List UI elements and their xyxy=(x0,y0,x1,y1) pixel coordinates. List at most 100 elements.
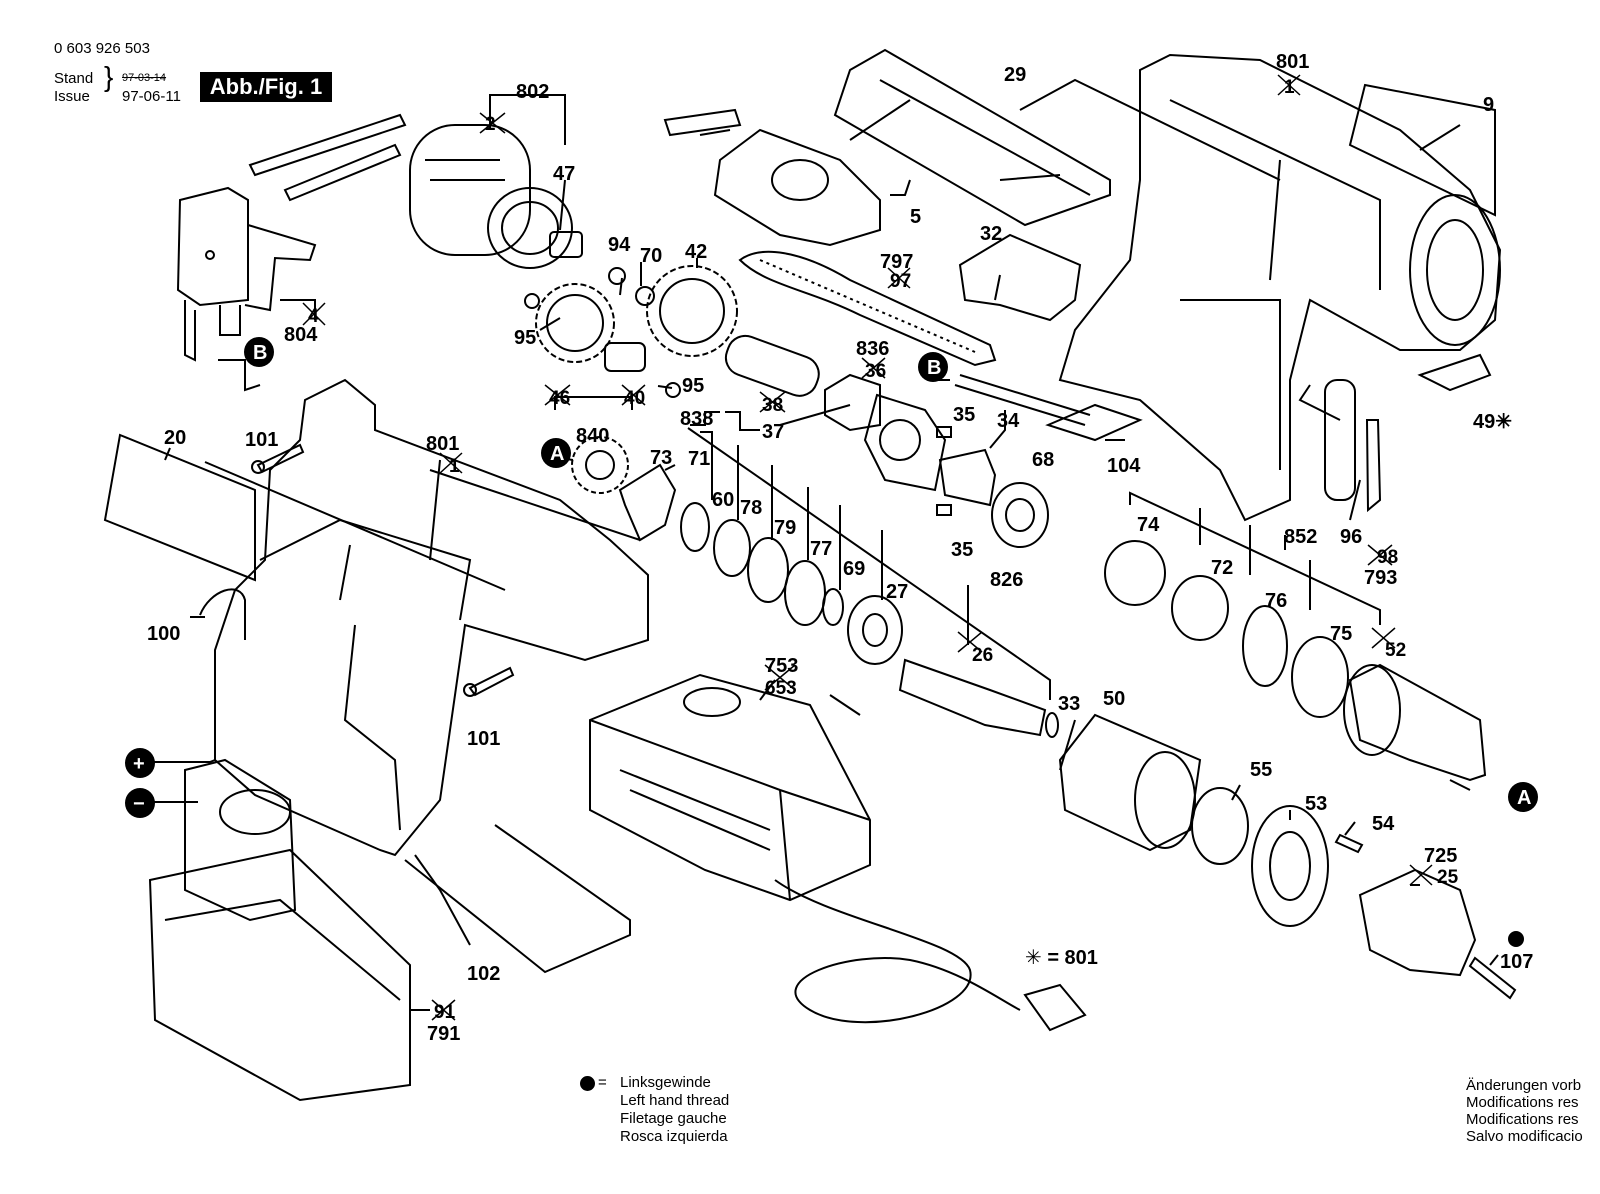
screw-54 xyxy=(1334,833,1364,854)
callout-836: 836 xyxy=(856,338,889,360)
gear-selector xyxy=(958,233,1082,322)
label-plate xyxy=(1348,83,1496,217)
callout-826: 826 xyxy=(990,569,1023,591)
screw-101-top xyxy=(256,443,305,474)
markers xyxy=(125,337,1538,947)
board xyxy=(1045,403,1143,442)
spindle-parts xyxy=(724,334,947,492)
screw-101-bottom xyxy=(468,666,515,697)
brace: } xyxy=(104,61,114,92)
callout-97: 97 xyxy=(890,271,911,292)
battery-pack xyxy=(148,758,411,1102)
marker-b-left: B xyxy=(253,342,267,364)
leader-lines xyxy=(150,78,1499,1011)
bearing-68 xyxy=(991,482,1049,548)
callout-101-top: 101 xyxy=(245,429,278,451)
callout-60: 60 xyxy=(712,489,734,511)
figure-badge: Abb./Fig. 1 xyxy=(200,72,332,102)
screw-107 xyxy=(1468,956,1517,1000)
speed-switch xyxy=(663,108,881,247)
callout-1-left: 1 xyxy=(449,456,460,477)
stand-label: Stand xyxy=(54,70,94,87)
chuck-cap xyxy=(1251,805,1329,927)
bullet-icon xyxy=(580,1076,595,1091)
callout-804: 804 xyxy=(284,324,318,346)
callout-838: 838 xyxy=(680,408,713,430)
callout-791: 791 xyxy=(427,1023,460,1045)
spindle xyxy=(898,658,1047,737)
clutch-71 xyxy=(618,463,677,542)
callout-33: 33 xyxy=(1058,693,1080,715)
clip xyxy=(1417,353,1492,392)
callout-77: 77 xyxy=(810,538,832,560)
marker-a-left: A xyxy=(550,443,564,465)
callout-74: 74 xyxy=(1137,514,1160,536)
strike-marks xyxy=(302,74,1433,1021)
charger xyxy=(589,673,1087,1032)
callout-73: 73 xyxy=(650,447,672,469)
callout-91: 91 xyxy=(434,1002,456,1023)
callout-1-top: 1 xyxy=(1284,77,1295,98)
issue-label: Issue xyxy=(54,88,90,105)
callout-32: 32 xyxy=(980,223,1002,245)
callout-5: 5 xyxy=(910,206,921,228)
callout-852: 852 xyxy=(1284,526,1317,548)
gear-73 xyxy=(571,436,629,494)
wire-100 xyxy=(199,588,246,640)
callout-69: 69 xyxy=(843,558,865,580)
callout-95-right: 95 xyxy=(682,375,704,397)
callout-71: 71 xyxy=(688,448,710,470)
seal xyxy=(1324,379,1356,501)
side-label xyxy=(103,433,256,582)
switch xyxy=(176,186,317,362)
legend-line-en: Left hand thread xyxy=(620,1092,730,1109)
callout-labels: 802 2 47 804 4 B B 94 70 42 95 95 46 40 … xyxy=(133,51,1533,1045)
callout-25: 25 xyxy=(1437,867,1459,888)
callout-37: 37 xyxy=(762,421,784,443)
marker-a-right: A xyxy=(1517,787,1531,809)
callout-46: 46 xyxy=(549,388,570,409)
callout-102: 102 xyxy=(467,963,500,985)
callout-107: 107 xyxy=(1500,951,1533,973)
gearbox-gears xyxy=(524,265,738,398)
issue-date: 97-06-11 xyxy=(122,88,181,105)
callout-27: 27 xyxy=(886,581,908,603)
callout-52: 52 xyxy=(1385,640,1406,661)
clutch-rings xyxy=(680,502,903,665)
callout-94: 94 xyxy=(608,234,631,256)
pin xyxy=(936,504,952,516)
callout-35-bottom: 35 xyxy=(951,539,973,561)
callout-53: 53 xyxy=(1305,793,1327,815)
callout-101-bottom: 101 xyxy=(467,728,500,750)
legend-line-fr: Filetage gauche xyxy=(620,1110,727,1127)
spring-ring xyxy=(1191,787,1249,865)
motor xyxy=(248,113,583,269)
callout-35-top: 35 xyxy=(953,404,975,426)
callout-50: 50 xyxy=(1103,688,1125,710)
callout-26: 26 xyxy=(972,645,993,666)
callout-96: 96 xyxy=(1340,526,1362,548)
callout-54: 54 xyxy=(1372,813,1395,835)
pin xyxy=(936,426,952,438)
callout-797: 797 xyxy=(880,251,913,273)
callout-801-top: 801 xyxy=(1276,51,1309,73)
sleeve xyxy=(1058,713,1202,852)
callout-72: 72 xyxy=(1211,557,1233,579)
callout-78: 78 xyxy=(740,497,762,519)
old-date: 97-03-14 xyxy=(122,72,167,84)
callout-793: 793 xyxy=(1364,567,1397,589)
star-note: ✳ = 801 xyxy=(1025,947,1098,969)
callout-36: 36 xyxy=(865,361,886,382)
callout-9: 9 xyxy=(1483,94,1494,116)
callout-79: 79 xyxy=(774,517,796,539)
callout-29: 29 xyxy=(1004,64,1026,86)
marker-minus: − xyxy=(133,793,145,815)
marker-b-right: B xyxy=(927,357,941,379)
note-de: Änderungen vorb xyxy=(1466,1077,1582,1094)
callout-47: 47 xyxy=(553,163,575,185)
note-fr: Modifications res xyxy=(1466,1111,1579,1128)
note-en: Modifications res xyxy=(1466,1094,1579,1111)
callout-68: 68 xyxy=(1032,449,1054,471)
callout-840: 840 xyxy=(576,425,609,447)
